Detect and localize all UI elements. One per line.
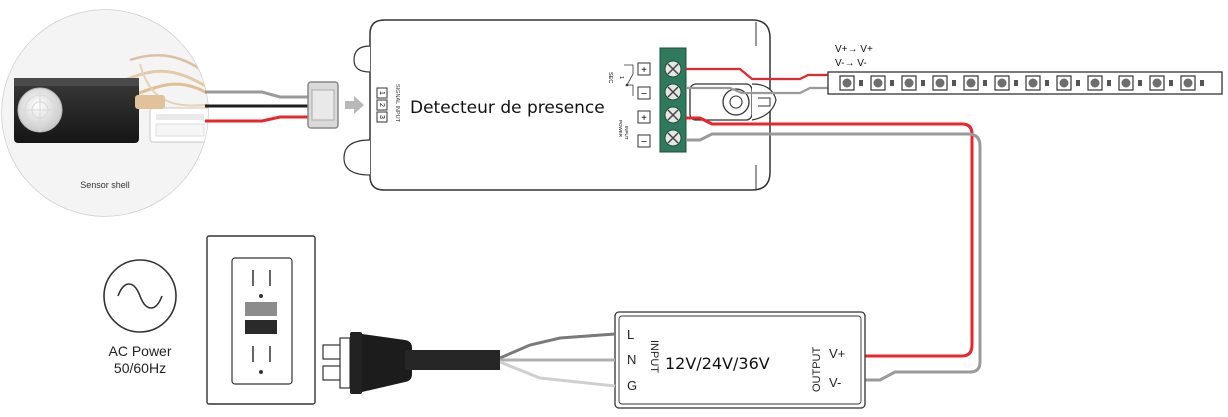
- ac-plug: [322, 332, 500, 394]
- sensor-cable: [205, 90, 308, 123]
- ac-power-source: AC Power 50/60Hz: [103, 259, 177, 376]
- power-label: POWER: [618, 120, 623, 138]
- led-legend-line2: V-→ V-: [835, 58, 867, 69]
- insert-arrow-icon: [345, 96, 364, 114]
- signal-input-label: SIGNAL INPUT: [394, 84, 400, 123]
- terminal-screw-icon: [664, 106, 682, 124]
- wall-outlet: [206, 235, 316, 405]
- led-chip-icon: [839, 75, 863, 91]
- psu-terminal-n: N: [627, 352, 636, 367]
- signal-input-pins: 1 2 3 SIGNAL INPUT: [376, 84, 400, 123]
- input-label: INPUT: [624, 126, 629, 140]
- terminal-screw-icon: [664, 60, 682, 78]
- terminal-sign-4: −: [641, 137, 647, 148]
- led-chip-icon: [963, 75, 987, 91]
- led-chip-icon: [1056, 75, 1080, 91]
- led-output-wires: [686, 67, 828, 95]
- led-chip-icon: [932, 75, 956, 91]
- terminal-sign-2: −: [641, 89, 647, 100]
- ac-frequency-label: 50/60Hz: [114, 360, 166, 376]
- detector-terminal-labels: SEC 1 POWER INPUT + − + −: [607, 62, 651, 148]
- led-chip-icon: [1087, 75, 1111, 91]
- signal-pin-2: 2: [378, 103, 385, 107]
- sensor-caption: Sensor shell: [80, 180, 130, 190]
- led-legend: V+→ V+ V-→ V-: [835, 44, 873, 69]
- ac-power-label: AC Power: [108, 343, 171, 359]
- sec-label: SEC: [607, 72, 613, 83]
- signal-pin-1: 1: [378, 91, 385, 95]
- sensor-photo: Sensor shell: [1, 9, 209, 217]
- terminal-sign-3: +: [641, 113, 647, 124]
- detector-power-wires: [686, 116, 982, 382]
- terminal-sign-1: +: [641, 65, 647, 76]
- psu-terminal-vplus: V+: [829, 346, 845, 361]
- detector-terminal-block: [659, 47, 687, 153]
- terminal-screw-icon: [664, 83, 682, 101]
- led-chip-icon: [994, 75, 1018, 91]
- psu-terminal-l: L: [627, 327, 634, 342]
- terminal-screw-icon: [664, 129, 682, 147]
- led-legend-line1: V+→ V+: [835, 44, 873, 55]
- led-strip: [827, 71, 1223, 95]
- led-chip-icon: [1180, 75, 1204, 91]
- led-chip-icon: [870, 75, 894, 91]
- psu-input-label: INPUT: [648, 340, 660, 373]
- led-chip-icon: [1149, 75, 1173, 91]
- psu-terminal-vminus: V-: [829, 375, 841, 390]
- sec-pin: 1: [618, 76, 624, 79]
- psu-output-label: OUTPUT: [811, 347, 823, 393]
- psu-voltage: 12V/24V/36V: [665, 354, 770, 373]
- detector-title: Detecteur de presence: [410, 98, 605, 118]
- led-chip-icon: [901, 75, 925, 91]
- led-chip-icon: [1025, 75, 1049, 91]
- psu-terminal-g: G: [627, 378, 637, 393]
- power-supply: L N G INPUT 12V/24V/36V OUTPUT V+ V-: [614, 311, 866, 409]
- led-chip-icon: [1118, 75, 1142, 91]
- signal-pin-3: 3: [378, 115, 385, 119]
